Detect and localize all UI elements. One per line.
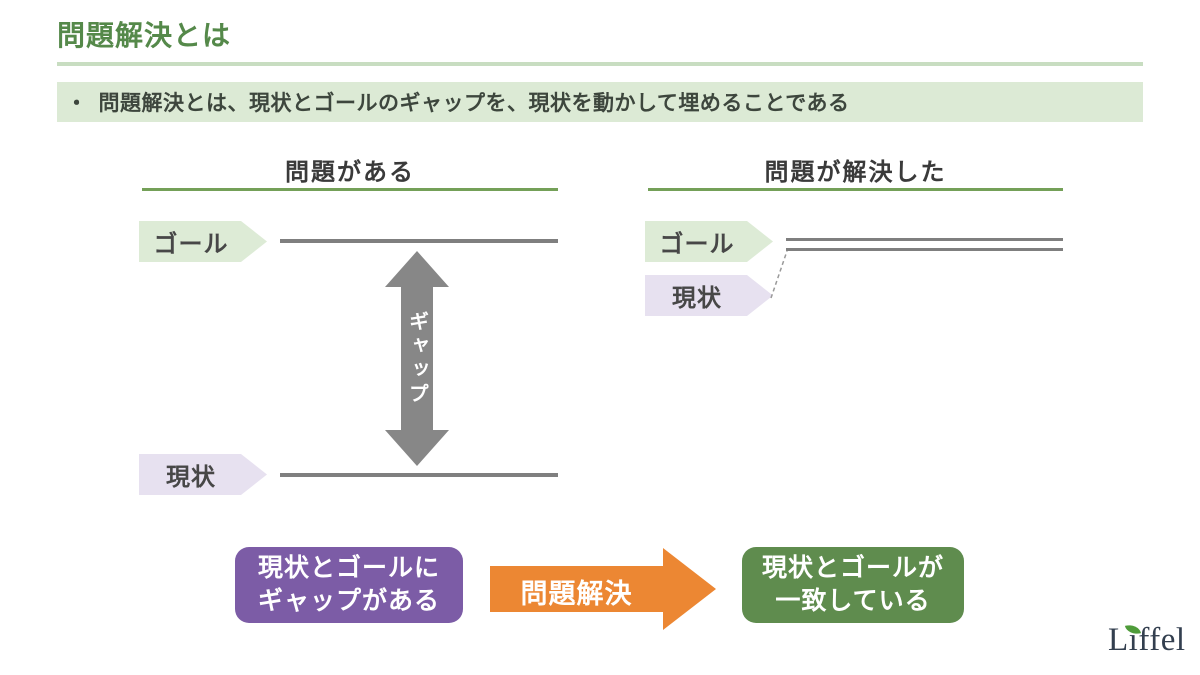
title-underline [57, 62, 1143, 66]
flow-arrow-label: 問題解決 [520, 578, 633, 609]
right-panel-heading: 問題が解決した [764, 159, 947, 186]
solved-state-line1: 現状とゴールが [761, 554, 944, 582]
left-panel-heading: 問題がある [285, 159, 415, 186]
right-goal-tag: ゴール [645, 221, 773, 262]
left-goal-tag: ゴール [139, 221, 267, 262]
summary-banner: ・ 問題解決とは、現状とゴールのギャップを、現状を動かして埋めることである [57, 82, 1143, 122]
page-title: 問題解決とは [57, 20, 232, 51]
brand-logo: Liffel [1108, 622, 1186, 659]
dashed-connector-line [765, 249, 793, 301]
problem-state-line2: ギャップがある [257, 587, 440, 615]
right-current-level-line [786, 248, 1063, 251]
left-current-label: 現状 [166, 464, 216, 491]
right-panel-heading-rule [648, 188, 1063, 191]
right-current-tag: 現状 [645, 275, 773, 316]
summary-text: 問題解決とは、現状とゴールのギャップを、現状を動かして埋めることである [98, 92, 850, 115]
flow-arrow-icon [490, 548, 716, 630]
bullet-marker: ・ [66, 92, 88, 115]
left-goal-label: ゴール [153, 231, 229, 258]
left-goal-level-line [280, 239, 558, 243]
solved-state-line2: 一致している [775, 587, 931, 615]
gap-label: ギャップ [405, 310, 428, 407]
left-current-tag: 現状 [139, 454, 267, 495]
problem-state-box: 現状とゴールに ギャップがある [235, 547, 463, 623]
right-goal-level-line [786, 238, 1063, 241]
problem-state-line1: 現状とゴールに [257, 554, 440, 582]
brand-logo-text: Liffel [1108, 622, 1186, 658]
left-current-level-line [280, 473, 558, 477]
right-current-label: 現状 [672, 285, 722, 312]
gap-arrow-icon [382, 251, 452, 466]
left-panel-heading-rule [142, 188, 558, 191]
right-goal-label: ゴール [659, 231, 735, 258]
solved-state-box: 現状とゴールが 一致している [742, 547, 964, 623]
